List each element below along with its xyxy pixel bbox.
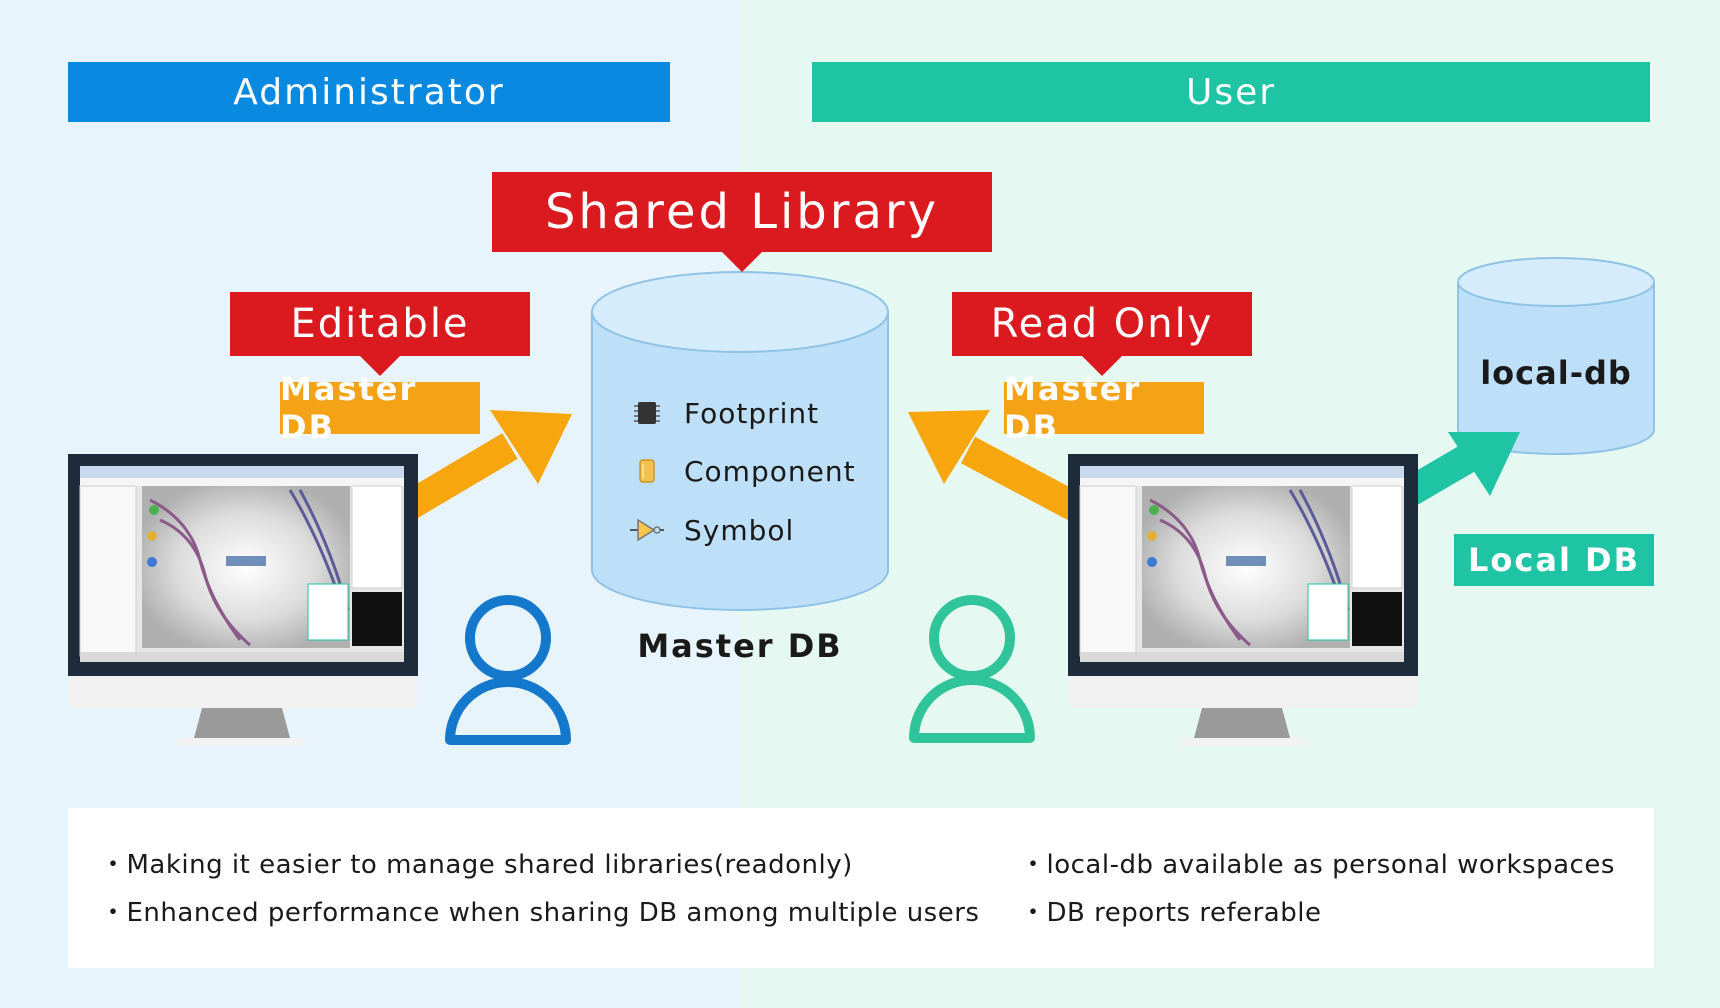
admin-person-icon [445,595,571,745]
footprint-label: Footprint [684,396,820,430]
master-db-caption: Master DB [637,627,843,665]
master-db-cylinder [591,271,889,611]
footprint-item: Footprint [630,396,819,430]
local-db-cylinder [1457,257,1655,455]
master-db-tag-left: Master DB [280,370,480,446]
editable-callout: Editable [230,292,530,376]
administrator-header: Administrator [68,62,670,122]
local-db-tag: Local DB [1454,534,1654,586]
symbol-icon [630,513,664,547]
note-item: ・Enhanced performance when sharing DB am… [100,898,980,928]
note-item: ・Making it easier to manage shared libra… [100,850,853,880]
component-item: Component [630,454,856,488]
user-person-icon [909,595,1035,743]
component-label: Component [684,454,856,488]
component-icon [630,454,664,488]
note-item: ・DB reports referable [1020,898,1322,928]
shared-library-callout: Shared Library [492,172,992,272]
symbol-item: Symbol [630,513,794,547]
chip-icon [630,396,664,430]
read-only-callout: Read Only [952,292,1252,376]
master-db-tag-right: Master DB [1004,370,1204,446]
note-item: ・local-db available as personal workspac… [1020,850,1615,880]
notes-panel: ・Making it easier to manage shared libra… [68,808,1654,968]
user-header: User [812,62,1650,122]
user-monitor [1068,454,1418,746]
admin-monitor [68,454,418,746]
symbol-label: Symbol [684,513,795,547]
local-db-label: local-db [1480,354,1632,392]
